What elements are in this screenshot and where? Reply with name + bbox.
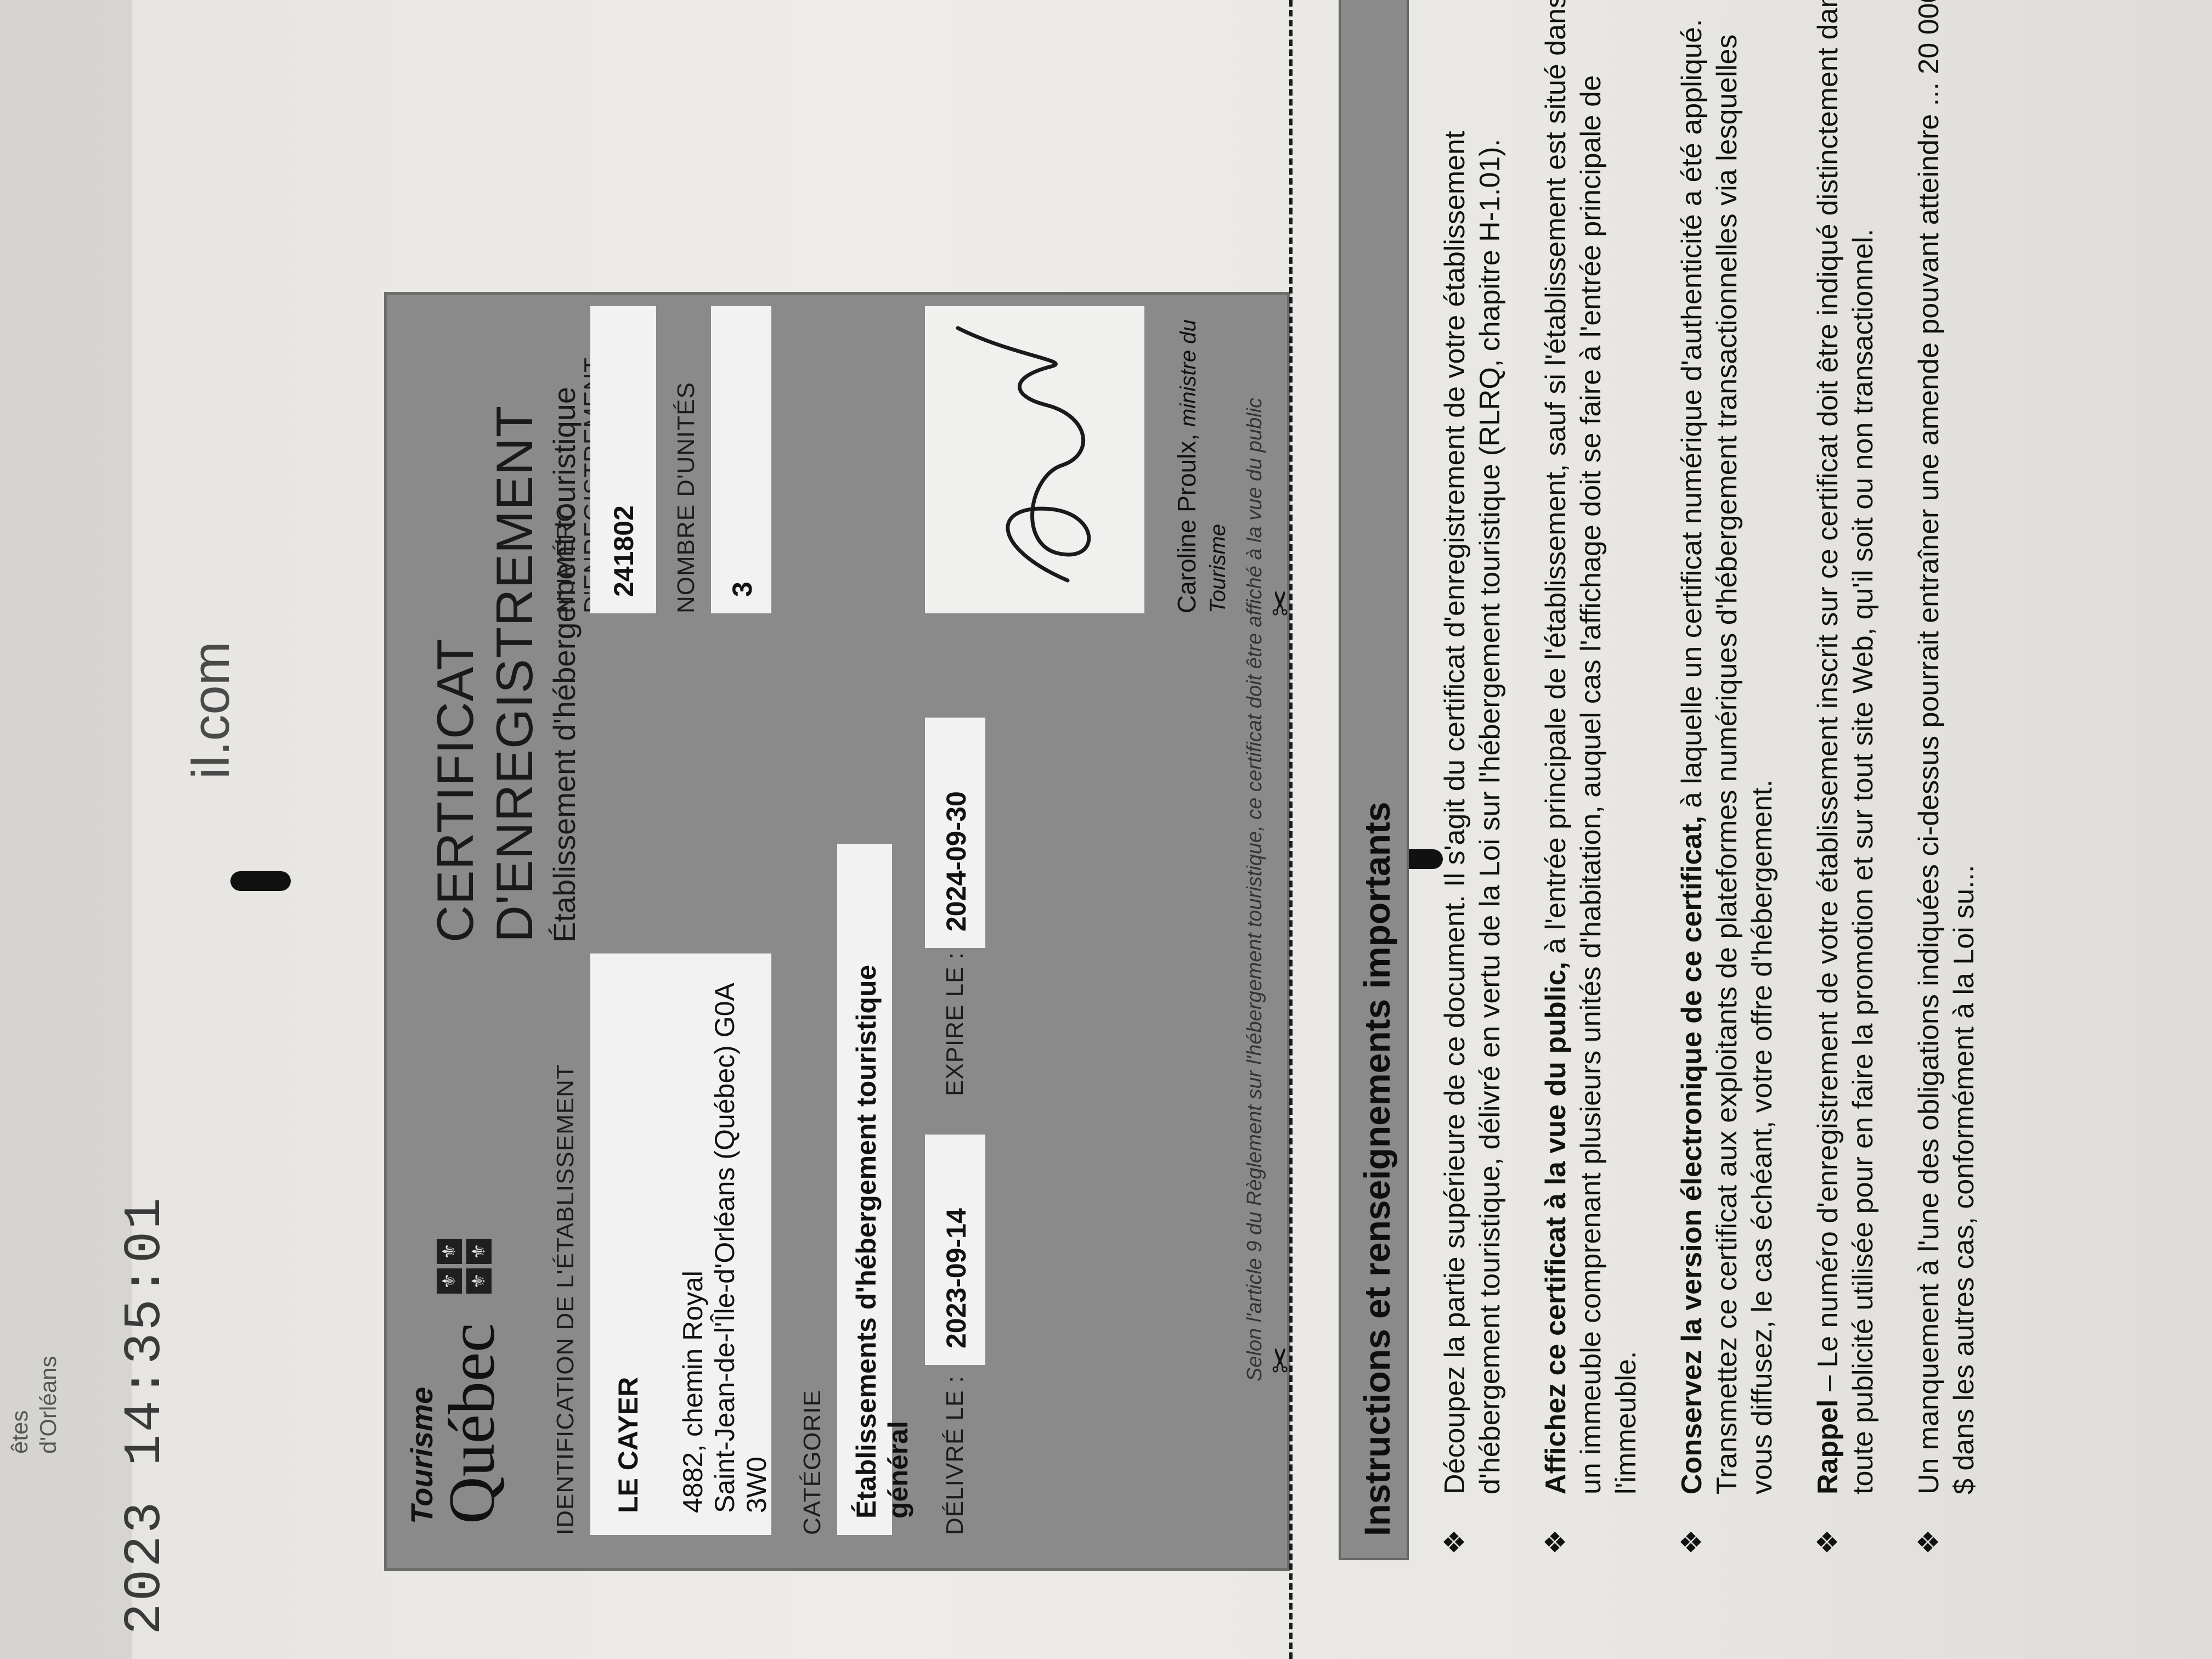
instructions-title: Instructions et renseignements important…: [1357, 802, 1397, 1536]
instructions-section: Instructions et renseignements important…: [1317, 0, 2212, 1560]
instruction-item: ❖ Rappel – Le numéro d'enregistrement de…: [1810, 0, 1881, 1560]
certificate-title-block: CERTIFICAT D'ENREGISTREMENT Établissemen…: [426, 306, 582, 943]
address-line-1: 4882, chemin Royal: [678, 1271, 708, 1513]
issued-label: DÉLIVRÉ LE :: [941, 1375, 968, 1535]
instructions-list: ❖ Découpez la partie supérieure de ce do…: [1437, 0, 2012, 1560]
diamond-bullet-icon: ❖: [1812, 1529, 1844, 1555]
diamond-bullet-icon: ❖: [1913, 1529, 1945, 1555]
registration-number-field: 241802: [590, 306, 656, 613]
scissors-icon: ✂: [1262, 1346, 1299, 1374]
display-requirement-footnote: Selon l'article 9 du Règlement sur l'héb…: [1243, 397, 1266, 1381]
punch-hole-mark: [230, 871, 291, 891]
expires-date: 2024-09-30: [941, 791, 972, 932]
fleur-de-lis-flag-icon: ⚜⚜⚜⚜: [437, 1239, 492, 1294]
instruction-item: ❖ Affichez ce certificat à la vue du pub…: [1538, 0, 1644, 1560]
expires-label: EXPIRE LE :: [941, 952, 968, 1096]
address-line-2: Saint-Jean-de-l'Île-d'Orléans (Québec) G…: [709, 984, 772, 1513]
instruction-item: ❖ Un manquement à l'une des obligations …: [1911, 0, 1982, 1560]
tourisme-quebec-logo: Tourisme Québec ⚜⚜⚜⚜: [404, 1239, 510, 1524]
establishment-name: LE CAYER: [613, 1376, 644, 1513]
signature-box: [925, 306, 1144, 613]
category-label: CATÉGORIE: [799, 1390, 826, 1535]
scissors-icon: ✂: [1262, 589, 1299, 617]
instruction-item: ❖ Conservez la version électronique de c…: [1674, 0, 1780, 1560]
identification-field: LE CAYER 4882, chemin Royal Saint-Jean-d…: [590, 953, 772, 1535]
diamond-bullet-icon: ❖: [1540, 1529, 1572, 1555]
issued-date-field: 2023-09-14: [925, 1135, 985, 1365]
instructions-header: Instructions et renseignements important…: [1339, 0, 1409, 1560]
units-field: 3: [711, 306, 771, 613]
cut-line-divider: [1289, 0, 1293, 1659]
signer-name: Caroline Proulx,: [1172, 433, 1201, 613]
registration-number: 241802: [608, 505, 639, 597]
units-label: NOMBRE D'UNITÉS: [673, 382, 699, 613]
identification-label: IDENTIFICATION DE L'ÉTABLISSEMENT: [552, 1064, 579, 1535]
instruction-item: ❖ Découpez la partie supérieure de ce do…: [1437, 0, 1508, 1560]
certificate-title: CERTIFICAT D'ENREGISTREMENT: [426, 405, 543, 943]
category-value: Établissements d'hébergement touristique…: [851, 964, 913, 1519]
diamond-bullet-icon: ❖: [1676, 1529, 1708, 1555]
diamond-bullet-icon: ❖: [1439, 1529, 1471, 1555]
category-field: Établissements d'hébergement touristique…: [837, 844, 913, 1535]
logo-quebec-text: Québec: [435, 1323, 508, 1524]
issued-date: 2023-09-14: [941, 1208, 972, 1348]
units-value: 3: [727, 582, 758, 597]
registration-certificate: Tourisme Québec ⚜⚜⚜⚜ CERTIFICAT D'ENREGI…: [384, 292, 1290, 1571]
signer: Caroline Proulx, ministre du Tourisme: [1172, 295, 1231, 613]
handwritten-signature-icon: [956, 326, 1091, 583]
expires-date-field: 2024-09-30: [925, 718, 985, 948]
